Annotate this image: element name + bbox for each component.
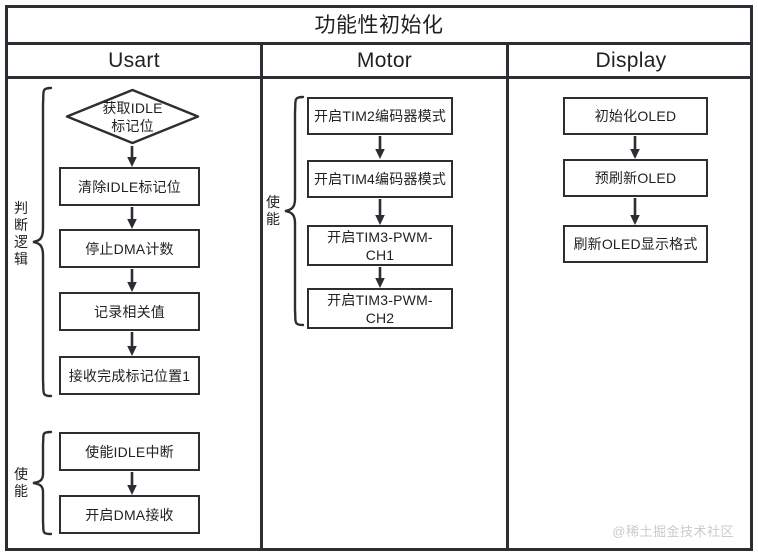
node-enable-idle-interrupt: 使能IDLE中断 bbox=[59, 432, 200, 471]
node-label: 使能IDLE中断 bbox=[85, 443, 174, 460]
node-label: 开启TIM4编码器模式 bbox=[313, 171, 447, 187]
decision-label: 获取IDLE 标记位 bbox=[102, 99, 162, 135]
node-label: 开启TIM3-PWM- CH2 bbox=[327, 291, 433, 327]
node-clear-idle-flag: 清除IDLE标记位 bbox=[59, 167, 200, 206]
node-label: 开启TIM2编码器模式 bbox=[313, 108, 447, 124]
node-refresh-oled-format: 刷新OLED显示格式 bbox=[563, 225, 708, 263]
diagram-frame: 功能性初始化 Usart Motor Display bbox=[5, 5, 753, 551]
node-label: 开启TIM3-PWM- CH1 bbox=[327, 228, 433, 264]
decision-line-1: 获取IDLE bbox=[102, 99, 163, 116]
node-label-line-1: 开启TIM3-PWM- bbox=[327, 291, 433, 308]
node-label: 刷新OLED显示格式 bbox=[573, 236, 698, 252]
brace-usart-logic bbox=[31, 86, 53, 398]
node-label: 初始化OLED bbox=[594, 108, 677, 124]
node-enable-tim4-encoder: 开启TIM4编码器模式 bbox=[307, 160, 453, 198]
brace-usart-enable bbox=[31, 430, 53, 536]
node-label: 清除IDLE标记位 bbox=[78, 178, 181, 195]
column-divider-2 bbox=[506, 42, 509, 548]
node-label: 停止DMA计数 bbox=[85, 240, 174, 257]
column-title-divider bbox=[8, 76, 750, 79]
node-label: 开启DMA接收 bbox=[85, 506, 174, 523]
arrow-icon bbox=[373, 136, 387, 159]
decision-get-idle-flag: 获取IDLE 标记位 bbox=[65, 88, 200, 145]
header-divider bbox=[8, 42, 750, 45]
arrow-icon bbox=[628, 136, 642, 159]
column-title-usart: Usart bbox=[108, 49, 160, 72]
node-enable-tim3-pwm-ch2: 开启TIM3-PWM- CH2 bbox=[307, 288, 453, 329]
node-label: 接收完成标记位置1 bbox=[68, 367, 191, 384]
node-label: 记录相关值 bbox=[94, 303, 165, 320]
arrow-icon bbox=[125, 269, 139, 292]
brace-label-usart-enable: 使能 bbox=[14, 466, 28, 499]
arrow-icon bbox=[373, 267, 387, 288]
arrow-icon bbox=[373, 199, 387, 225]
arrow-icon bbox=[125, 207, 139, 229]
brace-motor-enable bbox=[283, 95, 305, 329]
node-enable-tim2-encoder: 开启TIM2编码器模式 bbox=[307, 97, 453, 135]
diagram-title: 功能性初始化 bbox=[314, 14, 444, 37]
node-receive-complete-flag-set: 接收完成标记位置1 bbox=[59, 356, 200, 395]
node-label-line-2: CH2 bbox=[365, 309, 395, 326]
node-label-line-1: 开启TIM3-PWM- bbox=[327, 228, 433, 245]
node-prerefresh-oled: 预刷新OLED bbox=[563, 159, 708, 197]
arrow-icon bbox=[125, 332, 139, 356]
node-record-values: 记录相关值 bbox=[59, 292, 200, 331]
arrow-icon bbox=[125, 146, 139, 167]
column-title-motor: Motor bbox=[356, 49, 413, 72]
brace-label-motor-enable: 使能 bbox=[266, 194, 280, 227]
brace-label-usart-logic: 判断逻辑 bbox=[14, 200, 28, 267]
decision-line-2: 标记位 bbox=[111, 117, 154, 134]
watermark: @稀土掘金技术社区 bbox=[612, 524, 734, 539]
arrow-icon bbox=[628, 198, 642, 225]
node-label-line-2: CH1 bbox=[365, 246, 395, 263]
node-init-oled: 初始化OLED bbox=[563, 97, 708, 135]
node-enable-tim3-pwm-ch1: 开启TIM3-PWM- CH1 bbox=[307, 225, 453, 266]
column-title-display: Display bbox=[595, 49, 667, 72]
node-stop-dma-count: 停止DMA计数 bbox=[59, 229, 200, 268]
node-label: 预刷新OLED bbox=[594, 170, 677, 186]
arrow-icon bbox=[125, 472, 139, 495]
node-start-dma-receive: 开启DMA接收 bbox=[59, 495, 200, 534]
column-divider-1 bbox=[260, 42, 263, 548]
